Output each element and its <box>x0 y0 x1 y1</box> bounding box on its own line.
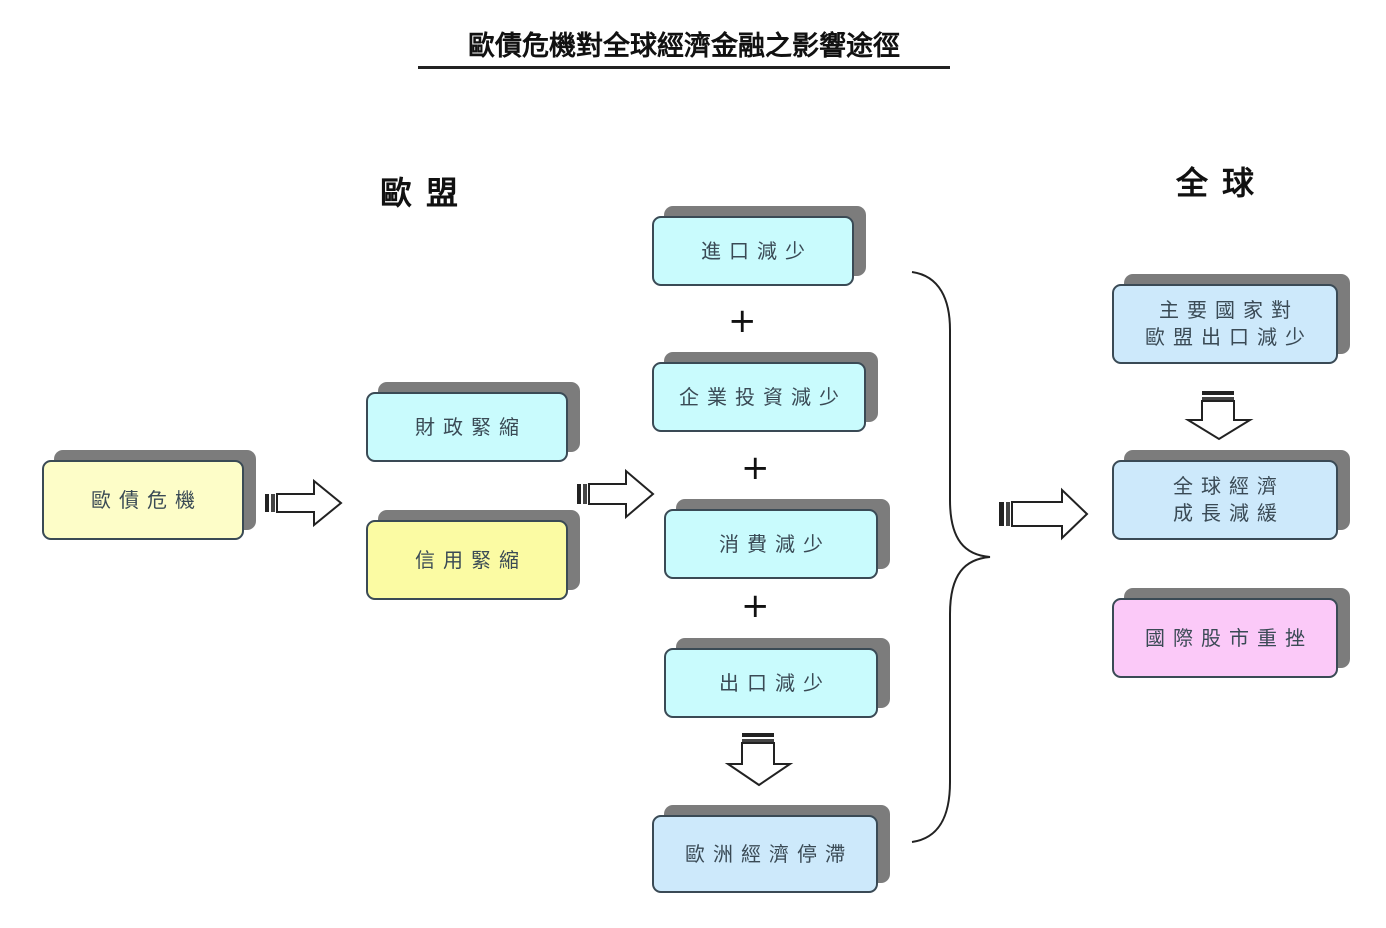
node-fiscal-tightening: 財政緊縮 <box>366 392 568 462</box>
right-arrow-icon <box>577 468 655 520</box>
node-investment-decline: 企業投資減少 <box>652 362 866 432</box>
heading-global: 全球 <box>1176 164 1269 202</box>
node-label: 歐債危機 <box>91 487 203 512</box>
node-label: 企業投資減少 <box>679 384 847 409</box>
node-stock-markets-fall: 國際股市重挫 <box>1112 598 1338 678</box>
node-eu-economic-stagnation: 歐洲經濟停滯 <box>652 815 878 893</box>
curly-brace-icon <box>911 271 991 843</box>
node-global-growth-slowdown: 全球經濟 成長減緩 <box>1112 460 1338 540</box>
plus-operator: + <box>741 448 770 488</box>
node-consumption-decline: 消費減少 <box>664 509 878 579</box>
node-label: 國際股市重挫 <box>1145 625 1313 650</box>
node-eu-debt-crisis: 歐債危機 <box>42 460 244 540</box>
node-label: 消費減少 <box>719 531 831 556</box>
right-arrow-icon <box>999 487 1089 541</box>
node-label: 歐洲經濟停滯 <box>685 841 853 866</box>
plus-operator: + <box>741 586 770 626</box>
node-label: 進口減少 <box>701 238 813 263</box>
right-arrow-icon <box>265 478 343 528</box>
heading-eu: 歐盟 <box>380 174 473 212</box>
diagram-title: 歐債危機對全球經濟金融之影響途徑 <box>418 30 950 69</box>
node-label: 財政緊縮 <box>415 414 527 439</box>
node-label: 主要國家對 歐盟出口減少 <box>1145 298 1313 349</box>
node-credit-tightening: 信用緊縮 <box>366 520 568 600</box>
down-arrow-icon <box>1184 391 1254 441</box>
node-label: 信用緊縮 <box>415 547 527 572</box>
node-label: 全球經濟 成長減緩 <box>1173 474 1285 525</box>
plus-operator: + <box>728 301 757 341</box>
node-label: 出口減少 <box>719 670 831 695</box>
node-exports-to-eu-decline: 主要國家對 歐盟出口減少 <box>1112 284 1338 364</box>
node-import-decline: 進口減少 <box>652 216 854 286</box>
down-arrow-icon <box>724 733 794 787</box>
node-export-decline: 出口減少 <box>664 648 878 718</box>
